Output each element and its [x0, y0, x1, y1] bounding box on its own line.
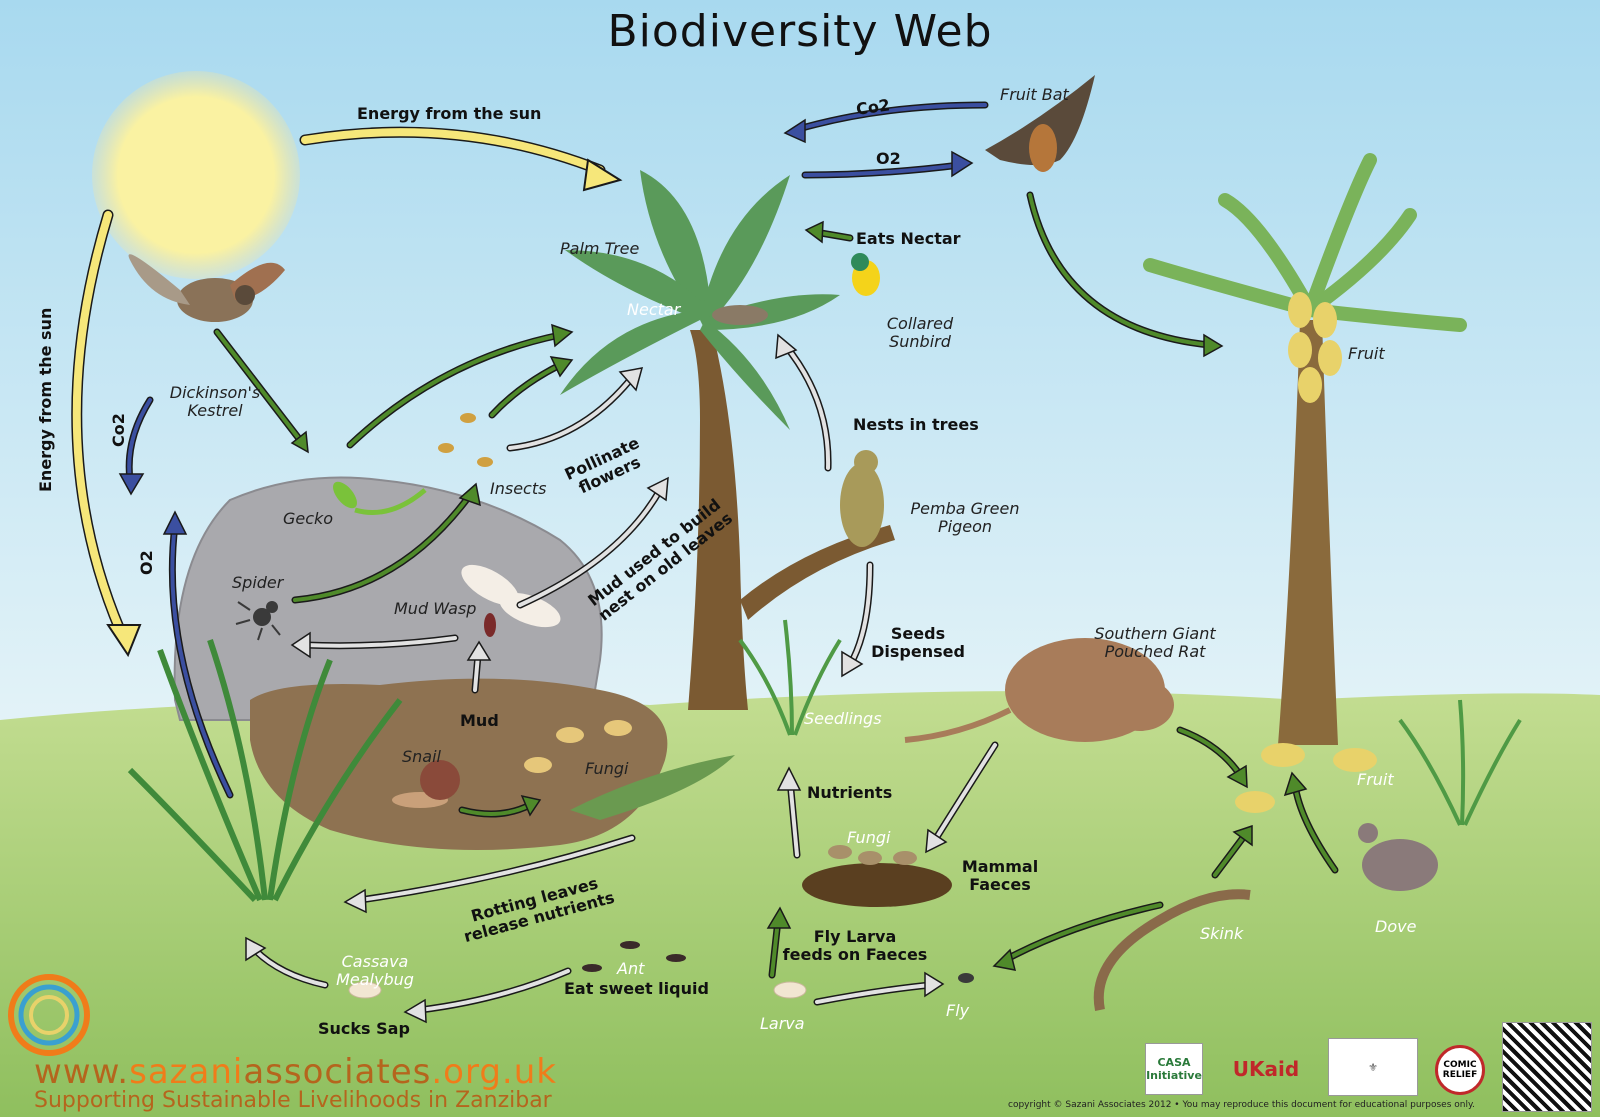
label-fly: Fly	[946, 1001, 970, 1020]
label-ant: Ant	[617, 959, 645, 978]
casa-logo: CASA Initiative	[1145, 1043, 1203, 1095]
sazani-logo-icon	[8, 974, 90, 1056]
label-energy-sun-left: Energy from the sun	[36, 307, 55, 492]
sunbird	[851, 253, 880, 296]
fly	[958, 973, 974, 983]
tree-fruit-cluster	[1288, 292, 1342, 403]
faeces-pile	[802, 845, 952, 907]
pouched-rat	[904, 638, 1174, 743]
tagline: Supporting Sustainable Livelihoods in Za…	[34, 1088, 552, 1113]
green-arrowheads	[290, 220, 1308, 971]
energy-arrowhead-top	[582, 158, 623, 192]
crest-logo-icon: ⚜	[1328, 1038, 1418, 1096]
kestrel-bird	[128, 254, 285, 322]
label-palm-tree: Palm Tree	[560, 239, 640, 258]
mound-fungi	[524, 720, 632, 773]
label-fly-larva: Fly Larva feeds on Faeces	[782, 927, 928, 965]
co2-arrowhead-bat	[783, 118, 806, 144]
url-tld: .org.uk	[431, 1052, 557, 1092]
palm-branch	[740, 525, 895, 620]
diagram-title: Biodiversity Web	[607, 6, 993, 57]
label-co2-kestrel: Co2	[109, 413, 128, 447]
o2-arrow-bat	[801, 161, 964, 179]
label-mud: Mud	[460, 711, 499, 730]
label-fruit-tree: Fruit	[1348, 344, 1385, 363]
label-snail: Snail	[402, 747, 441, 766]
insects	[438, 413, 493, 467]
rotting-leaf	[570, 755, 735, 820]
label-fruit-bat: Fruit Bat	[1000, 85, 1069, 104]
label-nectar: Nectar	[627, 300, 681, 319]
skink	[1093, 889, 1251, 1011]
label-o2-grass: O2	[137, 550, 156, 575]
label-nutrients: Nutrients	[807, 783, 893, 802]
ground-fruit	[1235, 743, 1377, 813]
o2-arrowhead-bat	[951, 150, 974, 178]
label-spider: Spider	[232, 573, 284, 592]
label-insects: Insects	[490, 479, 547, 498]
label-larva: Larva	[760, 1014, 805, 1033]
label-o2-bat: O2	[876, 149, 901, 168]
comic-relief-logo: COMIC RELIEF	[1435, 1045, 1485, 1095]
label-mud-wasp: Mud Wasp	[394, 599, 477, 618]
pemba-pigeon	[840, 450, 884, 547]
label-seeds-dispensed: Seeds Dispensed	[871, 624, 965, 662]
url-brand: sazani	[129, 1052, 244, 1092]
snail	[392, 760, 460, 808]
energy-arrowhead-left	[106, 624, 142, 658]
gecko	[333, 481, 427, 515]
url-prefix: www.	[34, 1052, 130, 1092]
label-fungi-mound: Fungi	[585, 759, 629, 778]
grass-tuft-right	[1398, 699, 1522, 826]
label-fungi-faeces: Fungi	[847, 828, 891, 847]
fruit-tree-trunk	[1278, 320, 1338, 745]
label-eats-nectar: Eats Nectar	[856, 229, 961, 248]
label-seedlings: Seedlings	[804, 709, 882, 728]
sun	[92, 71, 300, 279]
label-cassava-mealybug: Cassava Mealybug	[336, 952, 414, 990]
label-gecko: Gecko	[283, 509, 334, 528]
label-dove: Dove	[1375, 917, 1417, 936]
qr-code-icon[interactable]	[1502, 1022, 1592, 1112]
label-nests-in-trees: Nests in trees	[853, 415, 979, 434]
fruit-bat	[985, 75, 1095, 172]
grey-arrowheads	[245, 333, 948, 1024]
label-eat-sweet-liquid: Eat sweet liquid	[564, 979, 709, 998]
label-skink: Skink	[1200, 924, 1244, 943]
earth-mound	[250, 678, 668, 850]
ukaid-logo: UKaid	[1232, 1057, 1300, 1081]
sazani-url[interactable]: www.sazaniassociates.org.uk	[34, 1052, 557, 1092]
grass-tuft-left	[127, 639, 403, 903]
sunbird-nest	[712, 305, 768, 325]
label-kestrel: Dickinson's Kestrel	[169, 383, 261, 421]
mealybug-larva	[348, 981, 807, 999]
palm-canopy	[560, 170, 840, 430]
co2-arrow-bat	[791, 101, 989, 134]
boulder	[173, 476, 603, 721]
label-mammal-faeces: Mammal Faeces	[961, 857, 1039, 895]
co2-arrow-kestrel	[125, 396, 154, 484]
palm-trunk	[688, 330, 748, 710]
label-sucks-sap: Sucks Sap	[318, 1019, 410, 1038]
grey-arrows	[251, 341, 999, 1014]
label-sunbird: Collared Sunbird	[886, 314, 954, 352]
label-fruit-ground: Fruit	[1357, 770, 1394, 789]
url-middle: associates	[243, 1052, 432, 1092]
ants	[582, 941, 686, 972]
energy-arrow-top	[299, 126, 606, 176]
copyright-notice: copyright © Sazani Associates 2012 • You…	[1008, 1100, 1475, 1110]
label-energy-sun-top: Energy from the sun	[357, 104, 542, 123]
label-rat: Southern Giant Pouched Rat	[1094, 624, 1216, 662]
energy-arrow-left	[71, 209, 126, 636]
co2-arrowhead-kestrel	[118, 473, 145, 496]
o2-arrowhead-grass	[162, 510, 188, 535]
spider	[235, 601, 281, 641]
mud-wasp	[461, 564, 561, 637]
label-pigeon: Pemba Green Pigeon	[910, 499, 1020, 537]
seedlings-tuft	[738, 619, 842, 736]
o2-arrow-grass	[168, 521, 234, 799]
dove	[1358, 823, 1438, 891]
